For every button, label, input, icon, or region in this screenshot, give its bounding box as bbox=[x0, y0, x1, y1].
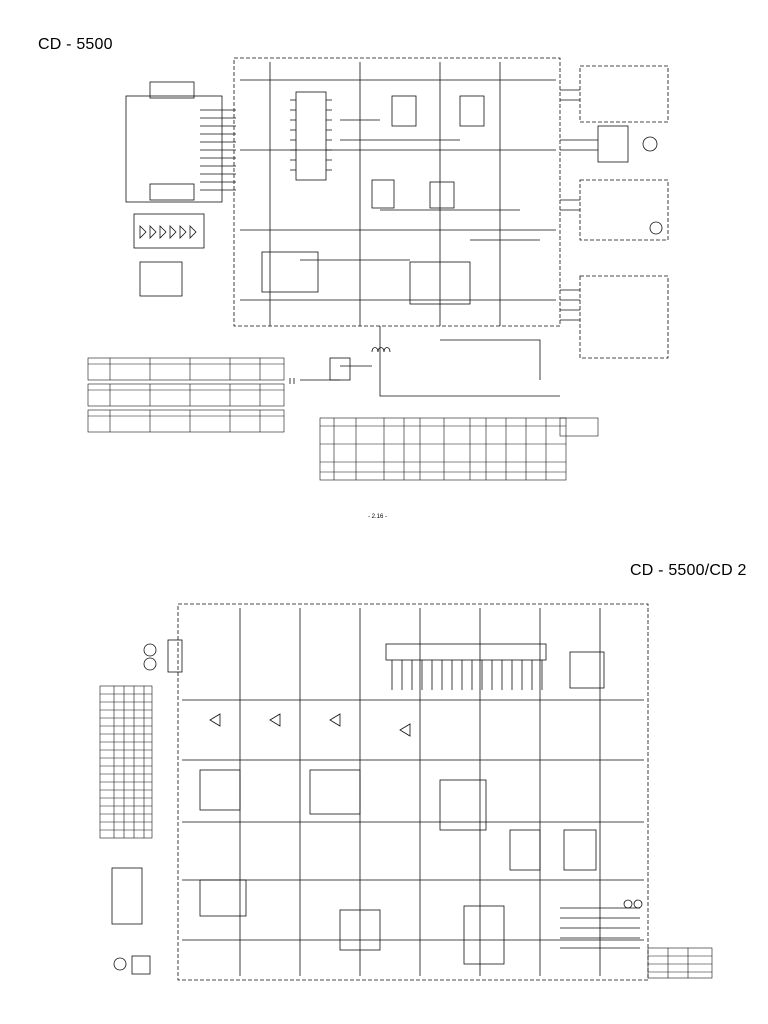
right-block-4 bbox=[579, 275, 669, 359]
left-connector-block bbox=[125, 95, 223, 203]
top-connector bbox=[149, 81, 195, 99]
ic-2 bbox=[391, 95, 417, 127]
bottom-schematic bbox=[99, 603, 713, 981]
schematic-title-bottom: CD - 5500/CD 2 bbox=[630, 562, 747, 579]
diode-array bbox=[133, 213, 205, 249]
ic-bottom bbox=[463, 905, 505, 965]
block-a bbox=[199, 769, 241, 811]
ic-3 bbox=[459, 95, 485, 127]
top-schematic bbox=[87, 57, 669, 481]
left-voltage-table bbox=[99, 685, 153, 839]
ic-4 bbox=[371, 179, 395, 209]
main-board-outline bbox=[233, 57, 561, 327]
right-block-1 bbox=[579, 65, 669, 123]
block-g bbox=[199, 879, 247, 917]
voltage-tables-left bbox=[87, 357, 285, 433]
block-c bbox=[439, 779, 487, 831]
main-board-outline-2 bbox=[177, 603, 649, 981]
block-f bbox=[339, 909, 381, 951]
block-d bbox=[509, 829, 541, 871]
jack-block bbox=[111, 867, 143, 925]
ic-row-top bbox=[385, 643, 547, 661]
input-jacks bbox=[143, 639, 183, 673]
small-table-bottom-right bbox=[647, 947, 713, 979]
ic-main bbox=[295, 91, 327, 181]
ic-5 bbox=[429, 181, 455, 209]
right-block-3 bbox=[579, 179, 669, 241]
block-b bbox=[309, 769, 361, 815]
motor-symbol bbox=[642, 136, 658, 152]
page-number: - 2.16 - bbox=[368, 514, 388, 520]
voltage-table-main bbox=[319, 417, 599, 481]
power-transformer bbox=[289, 347, 391, 384]
right-block-2 bbox=[597, 125, 629, 163]
block-e bbox=[563, 829, 597, 871]
left-bus-lines bbox=[200, 109, 236, 191]
bottom-connector bbox=[149, 183, 195, 201]
schematic-title-top: CD - 5500 bbox=[38, 36, 113, 53]
ic-right-top bbox=[569, 651, 605, 689]
timer-block bbox=[139, 261, 183, 297]
ic-6 bbox=[261, 251, 319, 293]
